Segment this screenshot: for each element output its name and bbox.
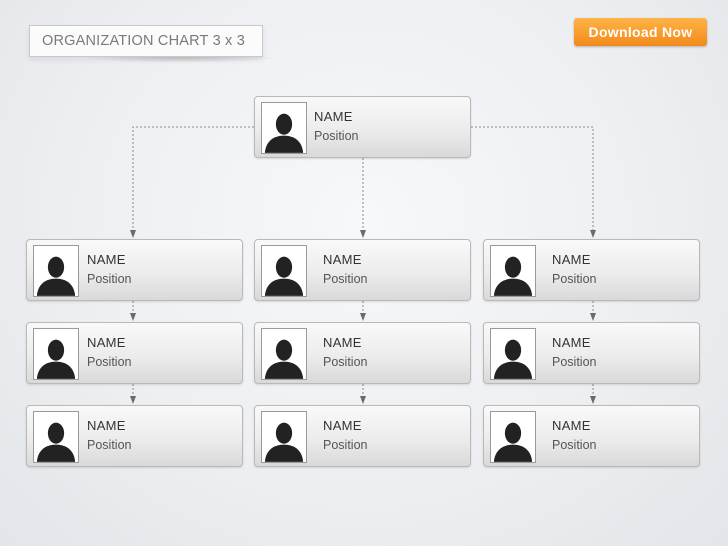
card-position: Position [552, 272, 597, 286]
card-position: Position [552, 355, 597, 369]
card-name: NAME [552, 418, 591, 433]
card-name: NAME [323, 252, 362, 267]
org-card-row1-col2: NAME Position [254, 239, 471, 301]
avatar-placeholder-icon [490, 245, 536, 297]
card-position: Position [87, 272, 132, 286]
avatar-placeholder-icon [33, 411, 79, 463]
card-name: NAME [323, 418, 362, 433]
card-name: NAME [87, 418, 126, 433]
chart-title: ORGANIZATION CHART 3 x 3 [29, 25, 263, 57]
avatar-placeholder-icon [261, 102, 307, 154]
title-shadow [80, 57, 280, 63]
org-card-top: NAME Position [254, 96, 471, 158]
card-position: Position [323, 355, 368, 369]
avatar-placeholder-icon [490, 411, 536, 463]
avatar-placeholder-icon [261, 245, 307, 297]
org-card-row2-col3: NAME Position [483, 322, 700, 384]
avatar-placeholder-icon [33, 328, 79, 380]
download-button-label: Download Now [588, 24, 693, 40]
avatar-placeholder-icon [261, 328, 307, 380]
card-position: Position [552, 438, 597, 452]
card-name: NAME [323, 335, 362, 350]
org-card-row3-col1: NAME Position [26, 405, 243, 467]
card-position: Position [87, 355, 132, 369]
avatar-placeholder-icon [261, 411, 307, 463]
card-position: Position [314, 129, 359, 143]
card-name: NAME [552, 335, 591, 350]
download-button[interactable]: Download Now [574, 18, 707, 46]
org-card-row1-col3: NAME Position [483, 239, 700, 301]
card-name: NAME [87, 252, 126, 267]
card-name: NAME [552, 252, 591, 267]
chart-title-text: ORGANIZATION CHART 3 x 3 [42, 33, 245, 49]
card-position: Position [87, 438, 132, 452]
card-position: Position [323, 438, 368, 452]
org-card-row2-col2: NAME Position [254, 322, 471, 384]
card-position: Position [323, 272, 368, 286]
card-name: NAME [87, 335, 126, 350]
org-card-row3-col2: NAME Position [254, 405, 471, 467]
org-card-row2-col1: NAME Position [26, 322, 243, 384]
avatar-placeholder-icon [490, 328, 536, 380]
card-name: NAME [314, 109, 353, 124]
org-card-row3-col3: NAME Position [483, 405, 700, 467]
avatar-placeholder-icon [33, 245, 79, 297]
org-card-row1-col1: NAME Position [26, 239, 243, 301]
